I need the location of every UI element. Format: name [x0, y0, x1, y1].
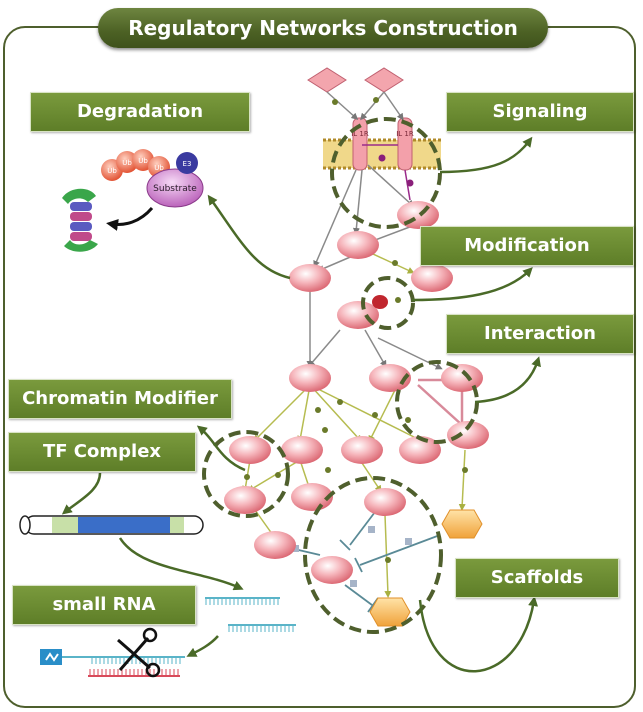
scissors-icon [117, 627, 161, 678]
label-scaffolds: Scaffolds [455, 558, 619, 598]
edge-dots [244, 97, 468, 563]
protein-node [369, 364, 411, 392]
protein-node [311, 556, 353, 584]
receptor-label: IL 1R [396, 130, 414, 138]
e3-ligase [176, 152, 198, 174]
label-tf-complex: TF Complex [8, 432, 196, 472]
svg-text:Ub: Ub [122, 159, 132, 167]
label-small-rna: small RNA [12, 585, 196, 625]
label-degradation: Degradation [30, 92, 250, 132]
svg-text:Ub: Ub [107, 167, 117, 175]
protein-node [399, 436, 441, 464]
annotation-arrows [61, 136, 541, 673]
signaling-module [330, 117, 442, 229]
modified-node [372, 295, 388, 309]
label-signaling: Signaling [446, 92, 634, 132]
substrate-blob [146, 168, 204, 208]
protein-node [447, 421, 489, 449]
rna-cleavage [40, 649, 185, 677]
svg-text:Ub: Ub [154, 164, 164, 172]
ligand-diamond [364, 67, 404, 93]
label-interaction: Interaction [446, 314, 634, 354]
gene-dna [19, 515, 204, 535]
protein-node [341, 436, 383, 464]
protein-node [291, 483, 333, 511]
protein-node [364, 488, 406, 516]
proteasome [62, 188, 98, 252]
protein-node [254, 531, 296, 559]
ligand-diamond [307, 67, 347, 93]
scaffold-module [303, 476, 443, 634]
scaffold-hexagon [369, 597, 411, 627]
signal-edges [306, 91, 443, 370]
protein-node [229, 436, 271, 464]
module-circles [202, 117, 479, 634]
label-modification: Modification [420, 226, 634, 266]
tf-complex-module [202, 430, 290, 518]
receptor-label: IL 1R [351, 130, 369, 138]
receptor [352, 117, 368, 171]
degradation-arrow [106, 206, 154, 231]
protein-node [224, 486, 266, 514]
protein-node [337, 231, 379, 259]
diagram-title: Regulatory Networks Construction [98, 8, 548, 48]
protein-node [397, 201, 439, 229]
protein-node [281, 436, 323, 464]
label-chromatin-modifier: Chromatin Modifier [8, 379, 232, 419]
protein-node [289, 364, 331, 392]
svg-text:Substrate: Substrate [153, 184, 197, 194]
inhibition-edges [289, 511, 441, 613]
ubiquitin-complex: Ub Ub Ub Ub Substrate E3 [101, 149, 204, 208]
protein-node [441, 364, 483, 392]
protein-node [337, 301, 379, 329]
scaffold-hexagon [441, 509, 483, 539]
svg-text:Ub: Ub [138, 157, 148, 165]
protein-node [411, 264, 453, 292]
modification-module [361, 276, 415, 330]
protein-node [289, 264, 331, 292]
network-nodes [224, 201, 489, 627]
svg-text:E3: E3 [183, 160, 192, 168]
